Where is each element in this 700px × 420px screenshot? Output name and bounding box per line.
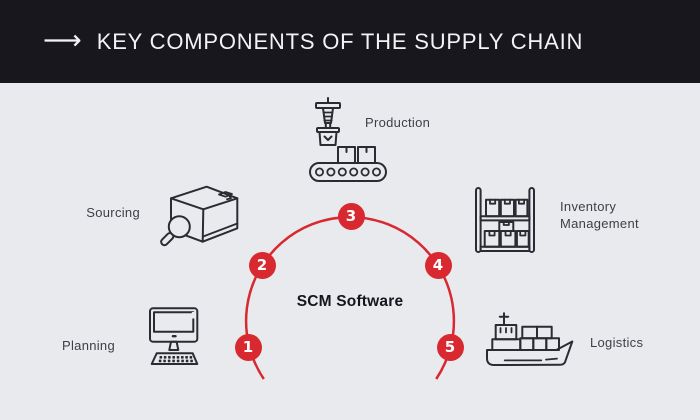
diagram-canvas: Production Sourcing Inventory Management… bbox=[0, 83, 700, 420]
step-badge-2: 2 bbox=[248, 251, 276, 279]
planning-label: Planning bbox=[62, 338, 115, 353]
warehouse-shelf-icon bbox=[475, 187, 536, 253]
scm-software-label: SCM Software bbox=[296, 293, 404, 310]
header-bar: ⟶ KEY COMPONENTS OF THE SUPPLY CHAIN bbox=[0, 0, 700, 83]
box-magnifier-icon bbox=[160, 185, 239, 247]
page-title: KEY COMPONENTS OF THE SUPPLY CHAIN bbox=[96, 28, 584, 54]
step-badge-5: 5 bbox=[436, 333, 464, 361]
conveyor-belt-icon bbox=[309, 97, 387, 182]
step-badge-3: 3 bbox=[337, 202, 365, 230]
production-label: Production bbox=[365, 115, 431, 130]
computer-icon bbox=[149, 307, 199, 365]
step-badge-4: 4 bbox=[424, 251, 452, 279]
inventory-label-line1: Inventory bbox=[560, 199, 617, 214]
sourcing-label: Sourcing bbox=[86, 205, 140, 220]
logistics-label: Logistics bbox=[590, 335, 644, 350]
inventory-label-line2: Management bbox=[560, 216, 639, 231]
right-arrow-icon: ⟶ bbox=[43, 24, 82, 56]
step-badge-1: 1 bbox=[234, 333, 262, 361]
cargo-ship-icon bbox=[486, 312, 574, 366]
inventory-management-label: Inventory Management bbox=[560, 198, 639, 232]
